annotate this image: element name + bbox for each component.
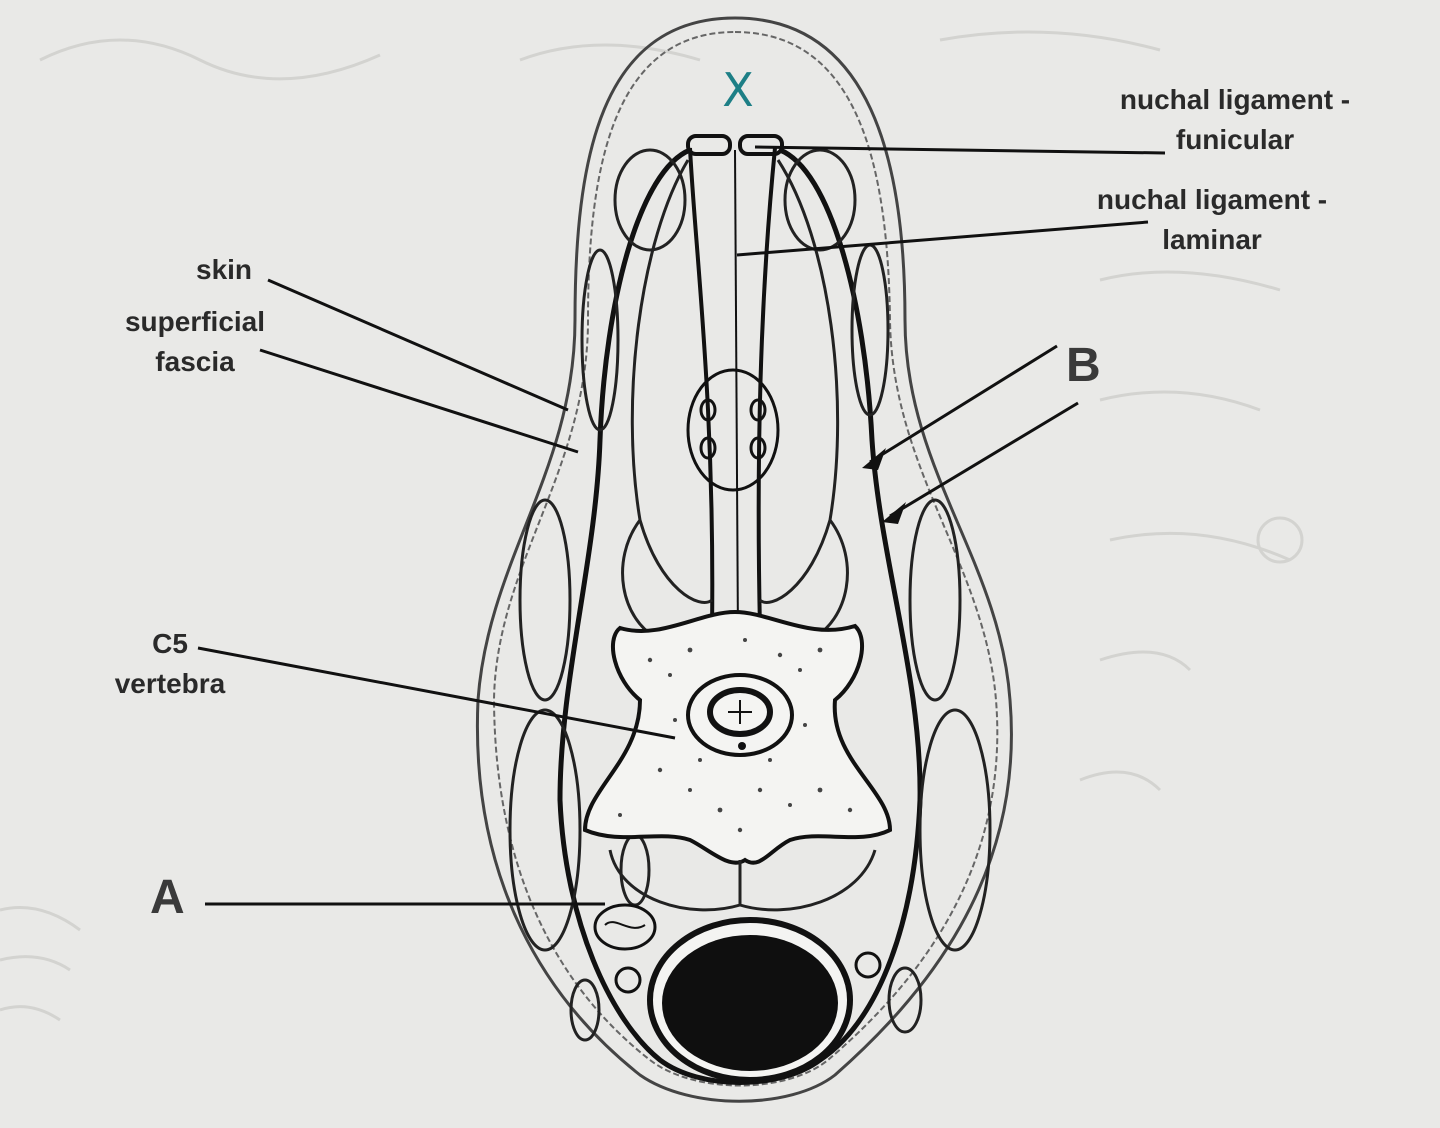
label-a: A <box>150 871 185 924</box>
trachea <box>647 917 853 1083</box>
leader-laminar <box>736 220 1149 257</box>
label-b: B <box>1066 339 1101 392</box>
label-c5-line2: vertebra <box>114 668 226 699</box>
leader-skin <box>267 278 569 412</box>
label-superficial-fascia: superficial fascia <box>100 302 290 382</box>
nuchal-ligament <box>686 134 784 641</box>
label-skin: skin <box>196 254 253 285</box>
leader-lines <box>197 145 1166 906</box>
arrowhead-b-upper <box>862 448 886 470</box>
skin-outline <box>475 16 1013 1103</box>
label-nuchal-laminar-line1: nuchal ligament - <box>1096 184 1328 215</box>
leader-b-lower <box>889 401 1079 518</box>
arrowheads <box>862 448 906 524</box>
label-superficial-fascia-line1: superficial <box>124 306 266 337</box>
lateral-muscles <box>508 148 992 1042</box>
structure-a <box>593 903 882 994</box>
leader-superficial-fascia <box>259 348 579 454</box>
superficial-fascia-outline <box>492 30 999 1087</box>
label-nuchal-laminar: nuchal ligament - laminar <box>1062 180 1362 260</box>
longus-colli <box>608 849 877 912</box>
semispinalis <box>686 368 780 492</box>
label-superficial-fascia-line2: fascia <box>155 346 235 377</box>
label-nuchal-funicular-line1: nuchal ligament - <box>1119 84 1351 115</box>
label-nuchal-laminar-line2: laminar <box>1162 224 1262 255</box>
marker-x: X <box>722 63 754 117</box>
c5-vertebra <box>582 609 893 865</box>
arrowhead-b-lower <box>882 502 906 524</box>
label-nuchal-funicular: nuchal ligament - funicular <box>1085 80 1385 160</box>
label-c5-vertebra: C5 vertebra <box>90 624 250 704</box>
label-c5-line1: C5 <box>152 628 188 659</box>
label-nuchal-funicular-line2: funicular <box>1175 124 1295 155</box>
background-bleed-through <box>0 30 1304 1022</box>
leader-b-upper <box>869 344 1058 464</box>
leader-funicular <box>754 145 1166 155</box>
leader-c5 <box>197 646 676 740</box>
